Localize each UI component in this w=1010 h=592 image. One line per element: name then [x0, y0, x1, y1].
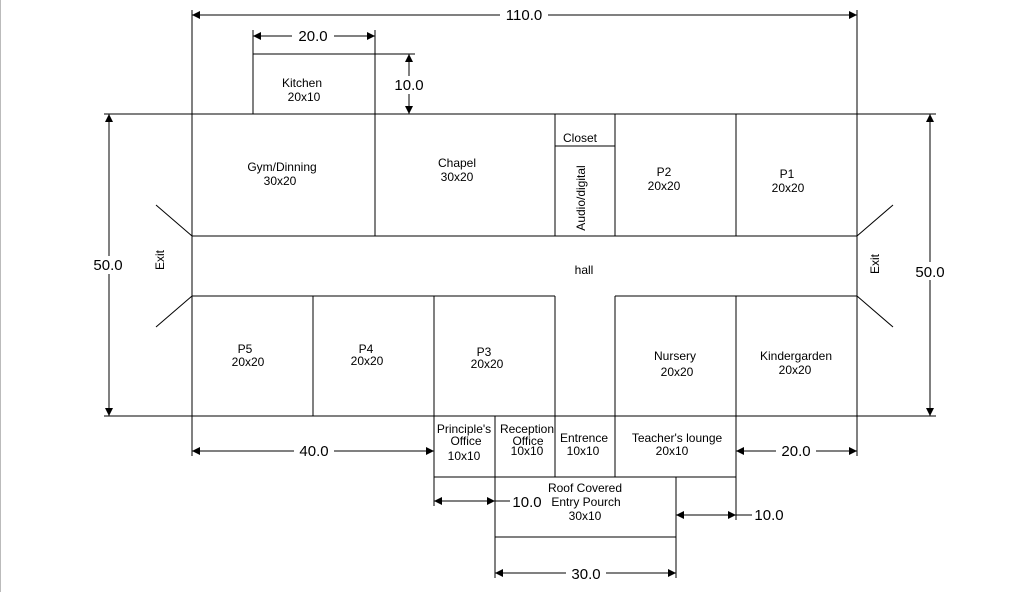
reception-size: 10x10	[511, 444, 544, 458]
principle-name-1: Principle's	[437, 422, 491, 436]
porch-outline	[494, 476, 677, 538]
exit-left-name: Exit	[153, 249, 167, 270]
chapel-name: Chapel	[438, 156, 476, 170]
p3-name: P3	[477, 345, 492, 359]
dim-porch-right-offset: 10.0	[754, 507, 783, 524]
teacher-lounge-name: Teacher's lounge	[632, 431, 723, 445]
nursery-name: Nursery	[654, 349, 696, 363]
kitchen-name: Kitchen	[282, 76, 322, 90]
porch-name-1: Roof Covered	[548, 481, 622, 495]
closet-name: Closet	[563, 131, 598, 145]
dim-porch-left-offset: 10.0	[512, 494, 541, 511]
dim-kitchen-width: 20.0	[298, 28, 327, 45]
audio-digital-name: Audio/digital	[574, 165, 588, 230]
dim-bottom-left: 40.0	[299, 443, 328, 460]
dim-bottom-right: 20.0	[781, 443, 810, 460]
p2-name: P2	[657, 165, 672, 179]
reception-name-2: Office	[512, 434, 543, 448]
p4-size: 20x20	[351, 354, 384, 368]
porch-name-2: Entry Pourch	[551, 495, 620, 509]
room-labels: Kitchen 20x10 Gym/Dinning 30x20 Chapel 3…	[153, 76, 882, 523]
top-wing-outline	[191, 113, 858, 237]
p2-size: 20x20	[648, 179, 681, 193]
principle-name-2: Office	[450, 434, 481, 448]
dim-kitchen-depth: 10.0	[394, 77, 423, 94]
entrence-name: Entrence	[560, 431, 608, 445]
gym-size: 30x20	[264, 174, 297, 188]
p3-size: 20x20	[471, 357, 504, 371]
reception-name-1: Reception	[500, 422, 554, 436]
dim-top-width: 110.0	[506, 7, 542, 24]
nursery-size: 20x20	[661, 365, 694, 379]
walls	[155, 53, 894, 538]
p5-name: P5	[238, 342, 253, 356]
p1-name: P1	[780, 167, 795, 181]
principle-size: 10x10	[448, 449, 481, 463]
p1-size: 20x20	[772, 181, 805, 195]
p5-size: 20x20	[232, 355, 265, 369]
dim-left-height: 50.0	[93, 257, 122, 274]
entrence-size: 10x10	[567, 444, 600, 458]
dim-right-height: 50.0	[915, 264, 944, 281]
kindergarden-size: 20x20	[779, 363, 812, 377]
kitchen-size: 20x10	[288, 90, 321, 104]
chapel-size: 30x20	[441, 170, 474, 184]
teacher-lounge-size: 20x10	[656, 444, 689, 458]
kindergarden-name: Kindergarden	[760, 349, 832, 363]
porch-size: 30x10	[569, 509, 602, 523]
dim-porch-width: 30.0	[571, 566, 600, 583]
gym-name: Gym/Dinning	[247, 160, 316, 174]
hall-name: hall	[575, 263, 594, 277]
p4-name: P4	[359, 342, 374, 356]
dimension-lines: 110.0 20.0 10.0 50.0 50.0 40.0	[90, 6, 949, 583]
exit-right-name: Exit	[868, 253, 882, 274]
